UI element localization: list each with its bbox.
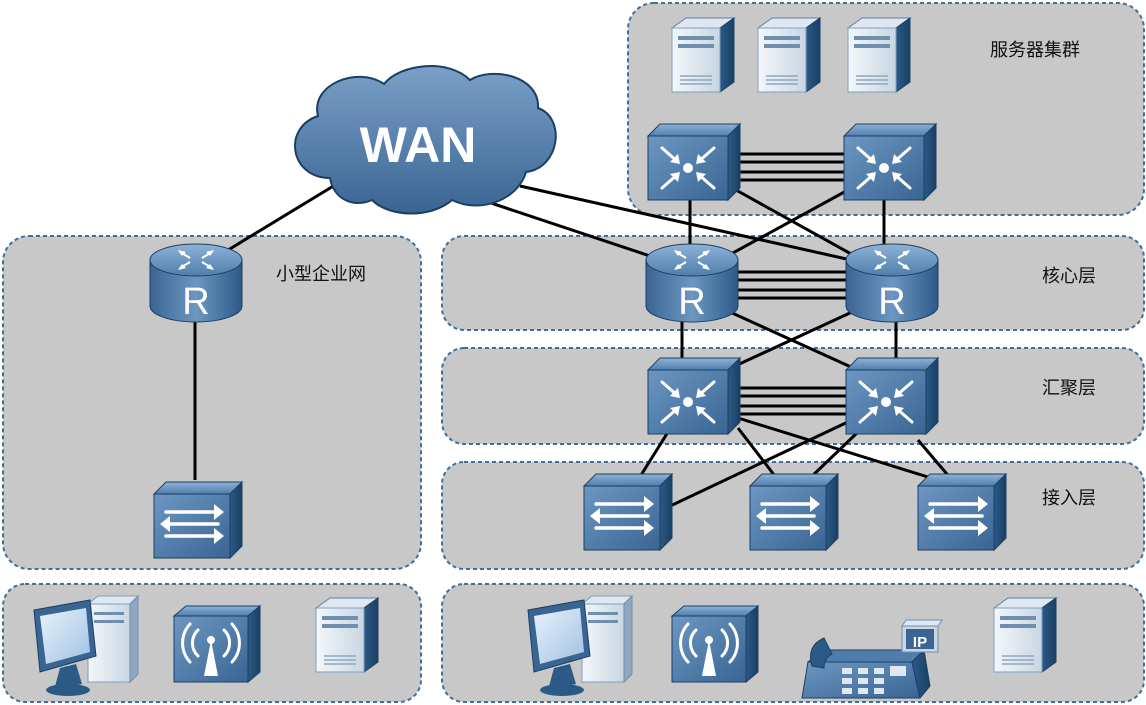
right-endpoints: IP [527,595,1057,699]
access-switch-icon [916,472,1008,552]
ip-phone-tag: IP [913,634,927,651]
router-letter: R [678,281,705,323]
server-switch-right-icon [842,122,938,202]
cloud-icon [294,65,557,215]
zone-small-enterprise [2,235,422,570]
server-icon [671,17,735,93]
server-icon [847,17,911,93]
link-agg2-acc1 [665,418,853,510]
router-letter: R [182,281,209,323]
wan-label: WAN [360,117,477,173]
zone-label-core: 核心层 [1042,266,1096,287]
link-agg2-acc3 [916,439,954,481]
link-srvsw2-core1 [719,188,849,262]
server-cluster: 服务器集群 [646,17,1080,202]
link-agg2-acc2 [806,430,860,482]
zone-label-access: 接入层 [1042,488,1096,509]
server-switch-left-icon [646,122,742,202]
access-layer: 接入层 [582,472,1096,552]
link-core1-agg2 [729,310,863,374]
network-links [193,152,954,510]
aggregation-layer: 汇聚层 [646,356,1096,436]
router-letter: R [878,281,905,323]
server-icon [315,597,379,673]
core-layer: R R 核心层 [645,243,1096,323]
wireless-ap-icon [172,604,262,684]
agg-switch-left-icon [646,356,742,436]
wan-cloud: WAN [294,65,557,215]
link-wan-core1 [469,194,663,262]
link-agg1-acc2 [736,427,780,481]
server-icon [993,597,1057,673]
small-switch-icon [152,480,244,560]
zone-label-aggregation: 汇聚层 [1042,378,1096,399]
zone-label-server-cluster: 服务器集群 [990,40,1080,61]
access-switch-icon [748,472,840,552]
link-srvsw1-core2 [735,188,863,262]
zone-core-layer [441,235,1145,331]
zone-label-small-enterprise: 小型企业网 [276,264,366,285]
small-enterprise: R 小型企业网 [149,243,366,560]
server-icon [757,17,821,93]
link-core2-agg1 [721,310,853,374]
agg-switch-right-icon [844,356,940,436]
wireless-ap-icon [670,604,760,684]
link-agg1-acc1 [636,431,670,481]
access-switch-icon [582,472,674,552]
link-wan-smallrouter [214,180,341,260]
